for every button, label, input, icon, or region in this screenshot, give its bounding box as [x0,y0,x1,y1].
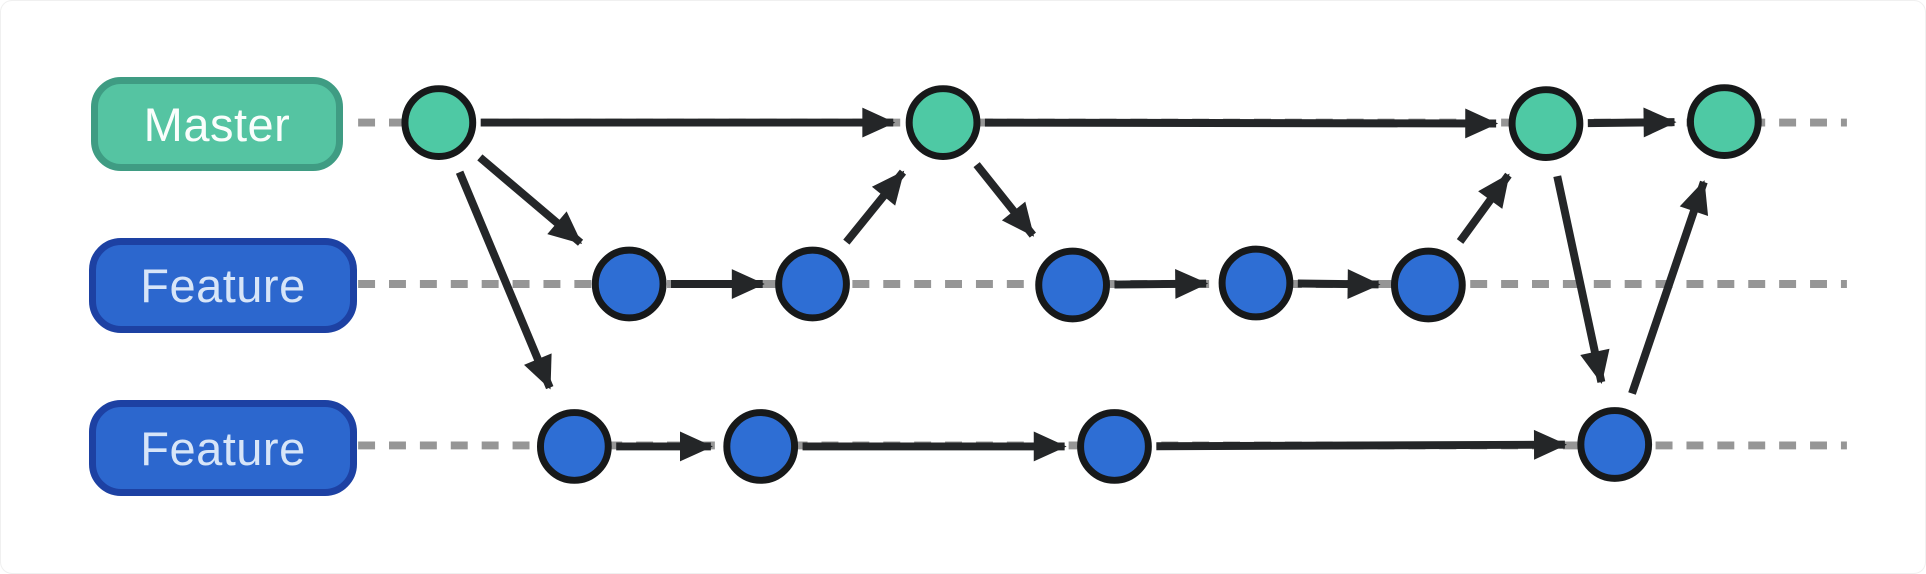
commit-node-f2c [1077,409,1152,484]
commit-node-m1 [401,85,477,160]
commit-node-f2b [723,409,799,484]
commit-arrow-f1c-f1d [1114,268,1209,299]
merge-arrow-f1e-m3 [1456,172,1512,244]
commit-node-f2d [1577,407,1653,482]
commit-arrow-m3-m4 [1587,107,1677,138]
branch-arrow-m1-f2a [455,170,554,390]
branch-label-feature-1: Feature [140,259,306,312]
commit-node-m2 [905,85,981,160]
commit-arrow-m2-m3 [984,108,1499,139]
commit-node-f2a [536,409,612,484]
commit-arrow-f1d-f1e [1297,269,1381,300]
commit-node-m4 [1686,84,1762,159]
branch-pill-feature-1: Feature [89,238,357,333]
commit-node-m3 [1508,86,1584,161]
commit-node-f1a [591,246,667,322]
commit-node-f1d [1218,245,1294,321]
merge-arrow-f1b-m2 [843,169,907,245]
branch-arrow-m2-f1c [973,162,1036,238]
commit-arrow-f2c-f2d [1156,429,1567,460]
branch-label-feature-2: Feature [140,421,306,475]
branch-pill-master: Master [91,77,343,171]
branch-label-master: Master [143,97,291,151]
branch-arrow-m1-f1a [477,154,584,246]
commit-node-f1c [1035,247,1110,323]
branch-pill-feature-2: Feature [89,400,357,496]
branch-arrow-m3-f2d [1553,175,1610,385]
commit-node-f1b [775,246,850,322]
commit-node-f1e [1391,247,1466,323]
merge-arrow-f2d-m4 [1628,180,1709,395]
